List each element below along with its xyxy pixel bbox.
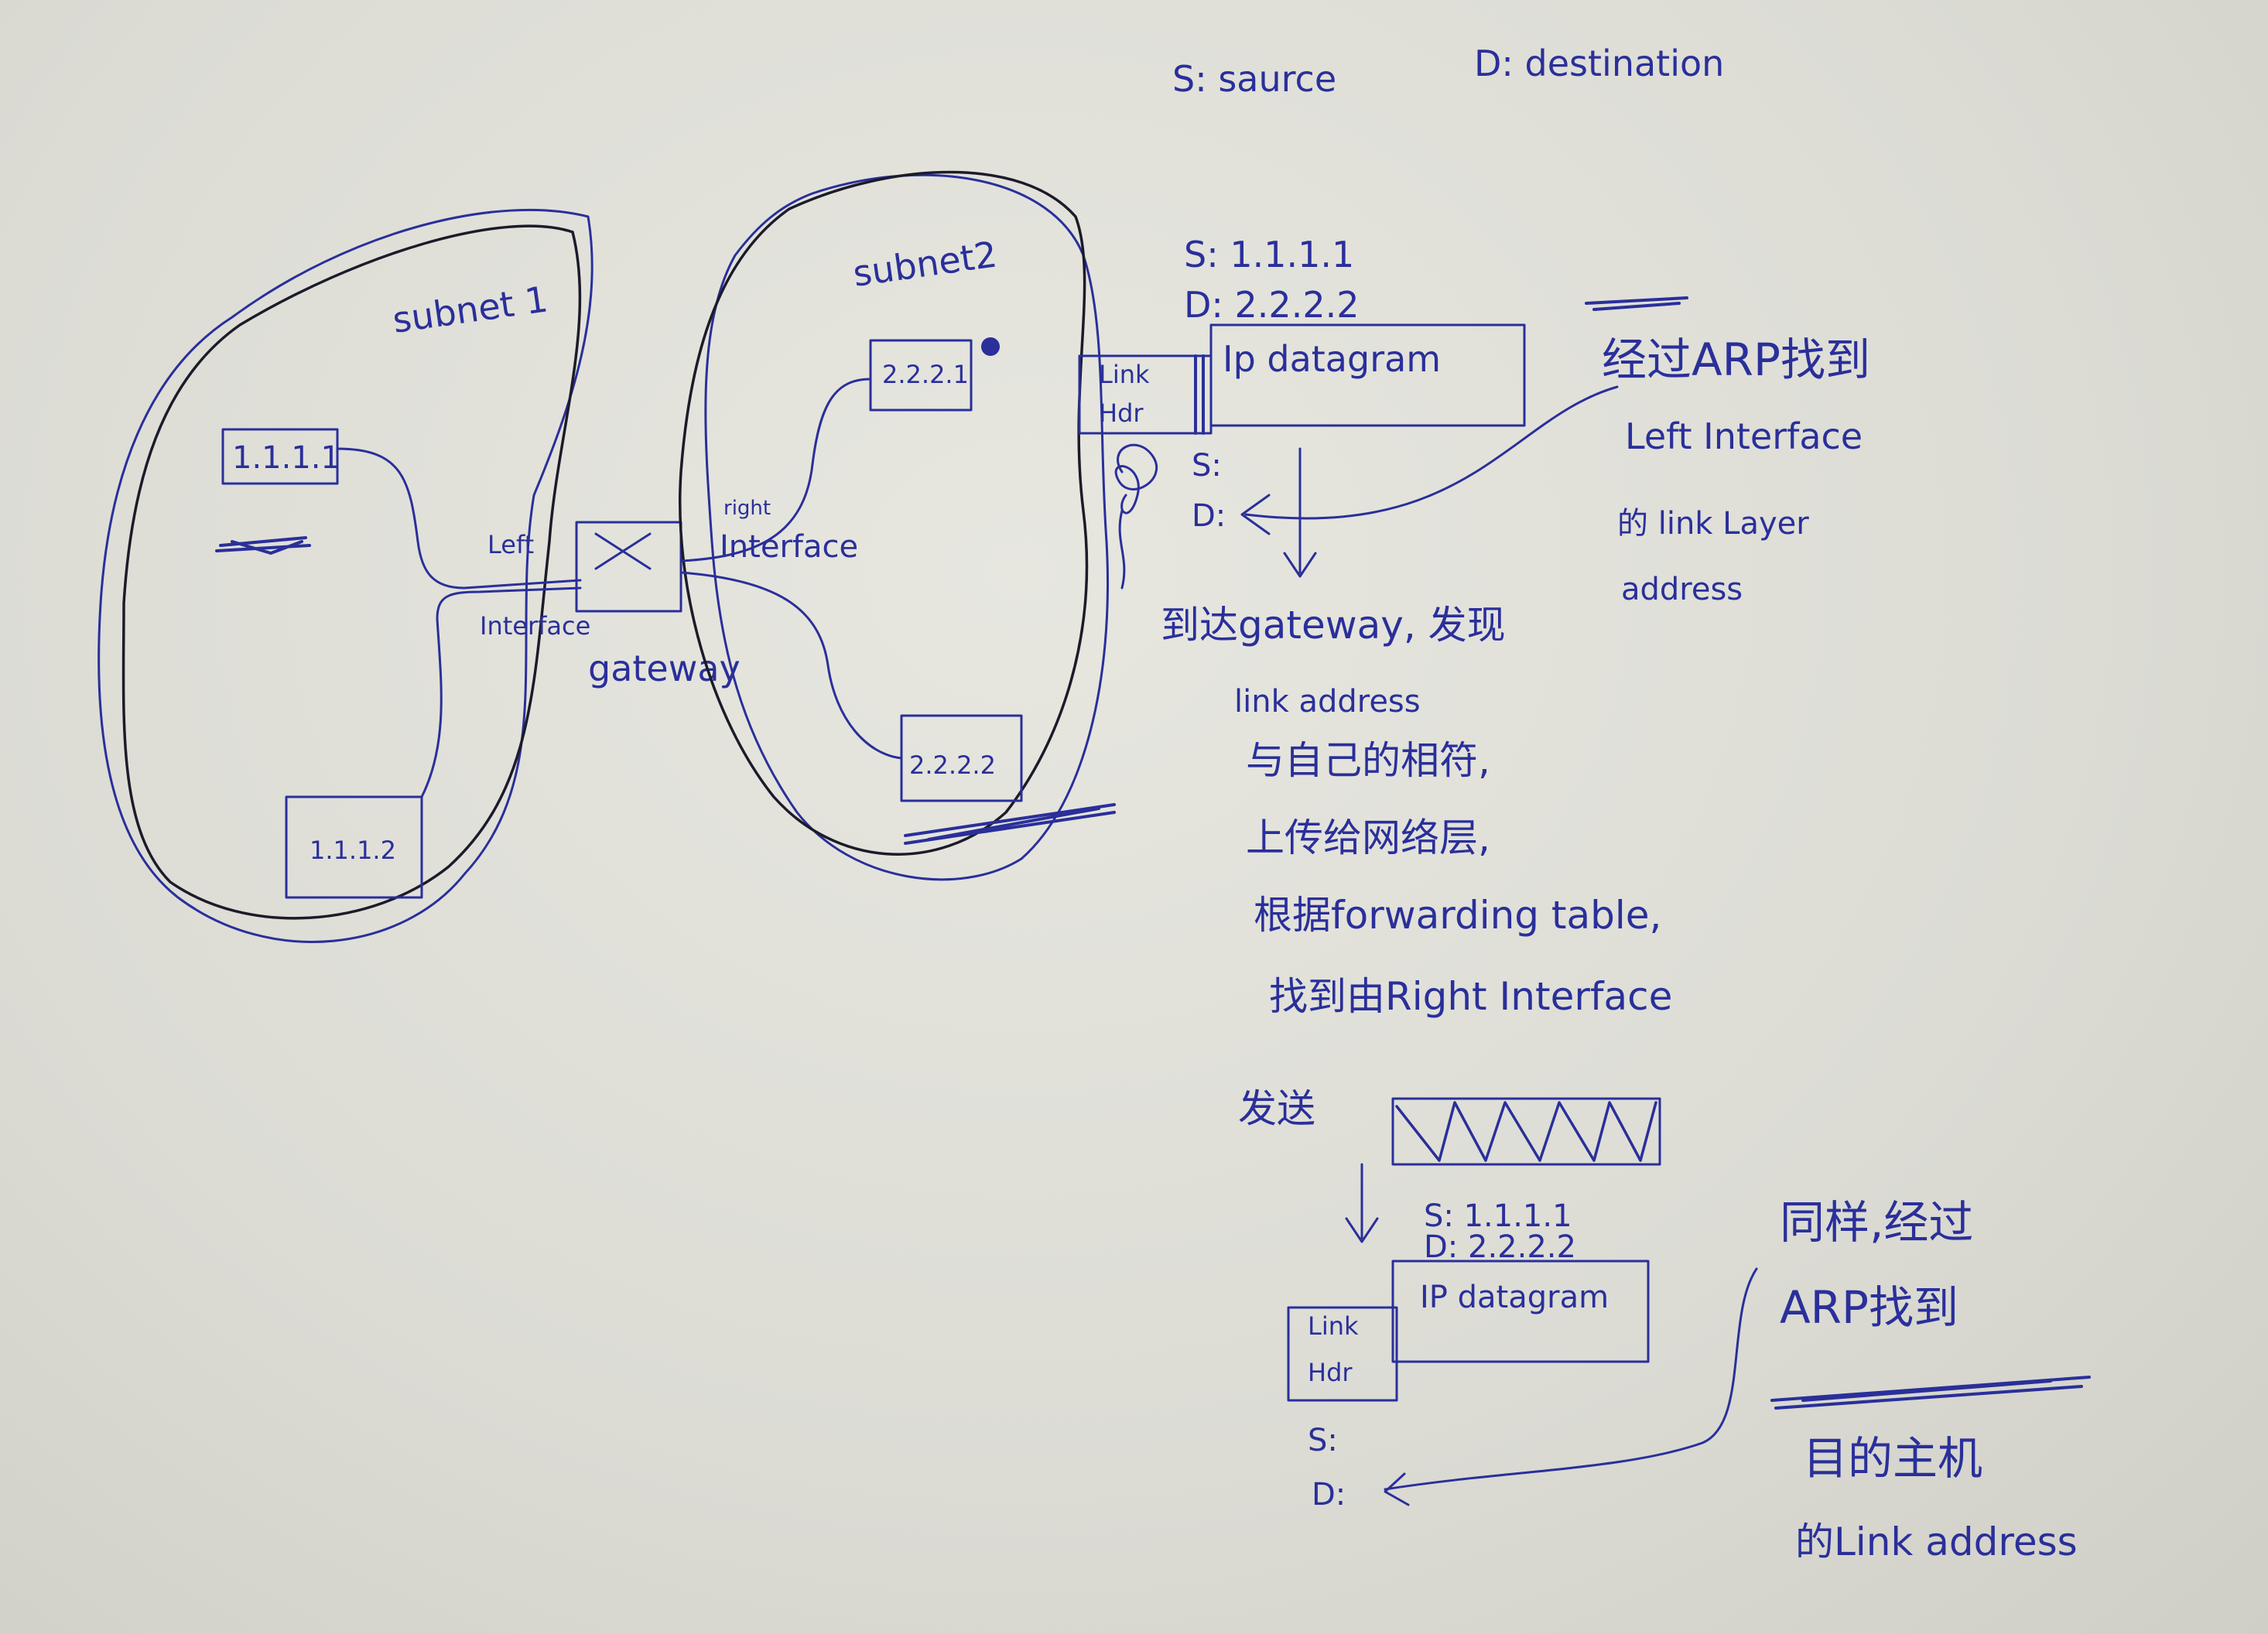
right-interface-label-2: Interface bbox=[720, 529, 858, 565]
arrow-arp2-to-link-dst bbox=[1384, 1267, 1758, 1506]
scribble-subnet1 bbox=[215, 536, 311, 555]
frame2-payload-label: IP datagram bbox=[1420, 1280, 1609, 1315]
note-arp1-line-3: 的 link Layer bbox=[1617, 506, 1809, 542]
process-step-4: 上传给网络层, bbox=[1246, 815, 1490, 860]
scribble-note1 bbox=[1585, 296, 1688, 311]
left-interface-label-1: Left bbox=[487, 530, 534, 559]
arrow-arp1-to-link-dst bbox=[1240, 385, 1619, 535]
note-arp1-line-2: Left Interface bbox=[1625, 415, 1863, 457]
frame2-link-src: S: bbox=[1308, 1423, 1338, 1458]
scribble-subnet2 bbox=[904, 803, 1116, 845]
frame2-link-hdr-box bbox=[1287, 1306, 1398, 1402]
frame2-payload-box bbox=[1391, 1260, 1650, 1363]
right-interface-label-1: right bbox=[724, 497, 771, 520]
subnet2-outline-black bbox=[678, 170, 1089, 856]
arrow-down-frame1 bbox=[1283, 447, 1317, 578]
link-host1-to-gateway bbox=[336, 447, 582, 590]
frame1-dest-ip: D: 2.2.2.2 bbox=[1184, 284, 1359, 326]
process-step-6: 找到由Right Interface bbox=[1269, 974, 1672, 1019]
scribble-note2 bbox=[1770, 1376, 2091, 1410]
link-host2-to-gateway bbox=[420, 586, 582, 798]
host-1-1-1-2-box bbox=[285, 795, 423, 899]
gateway-cross-icon bbox=[594, 532, 652, 570]
gateway-box bbox=[575, 521, 682, 613]
left-interface-label-2: Interface bbox=[480, 611, 590, 641]
gateway-label: gateway bbox=[588, 648, 741, 689]
frame1-payload-label: Ip datagram bbox=[1223, 338, 1441, 380]
frame1-payload-box bbox=[1209, 323, 1526, 427]
host-2-2-2-1-box bbox=[869, 339, 973, 412]
legend-source: S: saurce bbox=[1172, 58, 1336, 100]
frame2-link-hdr-label-2: Hdr bbox=[1308, 1358, 1353, 1387]
crossed-out-box bbox=[1391, 1097, 1661, 1166]
frame1-scribble bbox=[1114, 443, 1158, 590]
subnet1-outline-blue bbox=[97, 209, 594, 943]
subnet2-label: subnet2 bbox=[850, 233, 1000, 295]
frame1-divider bbox=[1194, 354, 1205, 435]
process-step-2: link address bbox=[1234, 684, 1421, 720]
process-step-3: 与自己的相符, bbox=[1246, 738, 1490, 783]
frame2-link-hdr-label-1: Link bbox=[1308, 1311, 1359, 1341]
process-step-5: 根据forwarding table, bbox=[1254, 893, 1661, 938]
frame2-link-dst: D: bbox=[1312, 1477, 1346, 1513]
legend-destination: D: destination bbox=[1474, 43, 1724, 84]
link-gateway-to-host-2-2-2-2 bbox=[679, 571, 903, 760]
subnet1-outline-black bbox=[121, 224, 582, 920]
arrow-down-frame2 bbox=[1345, 1163, 1379, 1243]
note-arp2-line-4: 的Link address bbox=[1795, 1519, 2078, 1564]
frame2-source-ip: S: 1.1.1.1 bbox=[1424, 1198, 1572, 1234]
frame1-link-src: S: bbox=[1192, 448, 1222, 484]
frame1-link-hdr-label-2: Hdr bbox=[1099, 398, 1144, 428]
subnet1-label: subnet 1 bbox=[390, 278, 550, 341]
note-arp2-line-1: 同样,经过 bbox=[1780, 1196, 1973, 1249]
host-2-2-2-2-label: 2.2.2.2 bbox=[909, 750, 996, 780]
crossed-out-hatch bbox=[1395, 1101, 1657, 1162]
host-2-2-2-1-label: 2.2.2.1 bbox=[882, 360, 969, 389]
note-arp1-line-1: 经过ARP找到 bbox=[1602, 333, 1870, 386]
process-step-7: 发送 bbox=[1238, 1086, 1315, 1131]
note-arp2-line-2: ARP找到 bbox=[1780, 1281, 1958, 1334]
host-1-1-1-2-label: 1.1.1.2 bbox=[310, 836, 396, 865]
subnet2-outline-blue bbox=[704, 173, 1109, 881]
frame1-link-hdr-label-1: Link bbox=[1099, 360, 1150, 389]
frame2-dest-ip: D: 2.2.2.2 bbox=[1424, 1229, 1576, 1265]
host-1-1-1-1-box bbox=[221, 428, 339, 485]
note-arp2-line-3: 目的主机 bbox=[1803, 1432, 1982, 1485]
link-gateway-to-host-2-2-2-1 bbox=[679, 378, 872, 562]
frame1-link-dst: D: bbox=[1192, 498, 1226, 534]
note-arp1-line-4: address bbox=[1621, 572, 1743, 607]
process-step-1: 到达gateway, 发现 bbox=[1161, 603, 1506, 648]
host-1-1-1-1-label: 1.1.1.1 bbox=[232, 440, 340, 476]
frame1-source-ip: S: 1.1.1.1 bbox=[1184, 234, 1354, 275]
host-2-2-2-1-dot bbox=[981, 337, 1000, 356]
